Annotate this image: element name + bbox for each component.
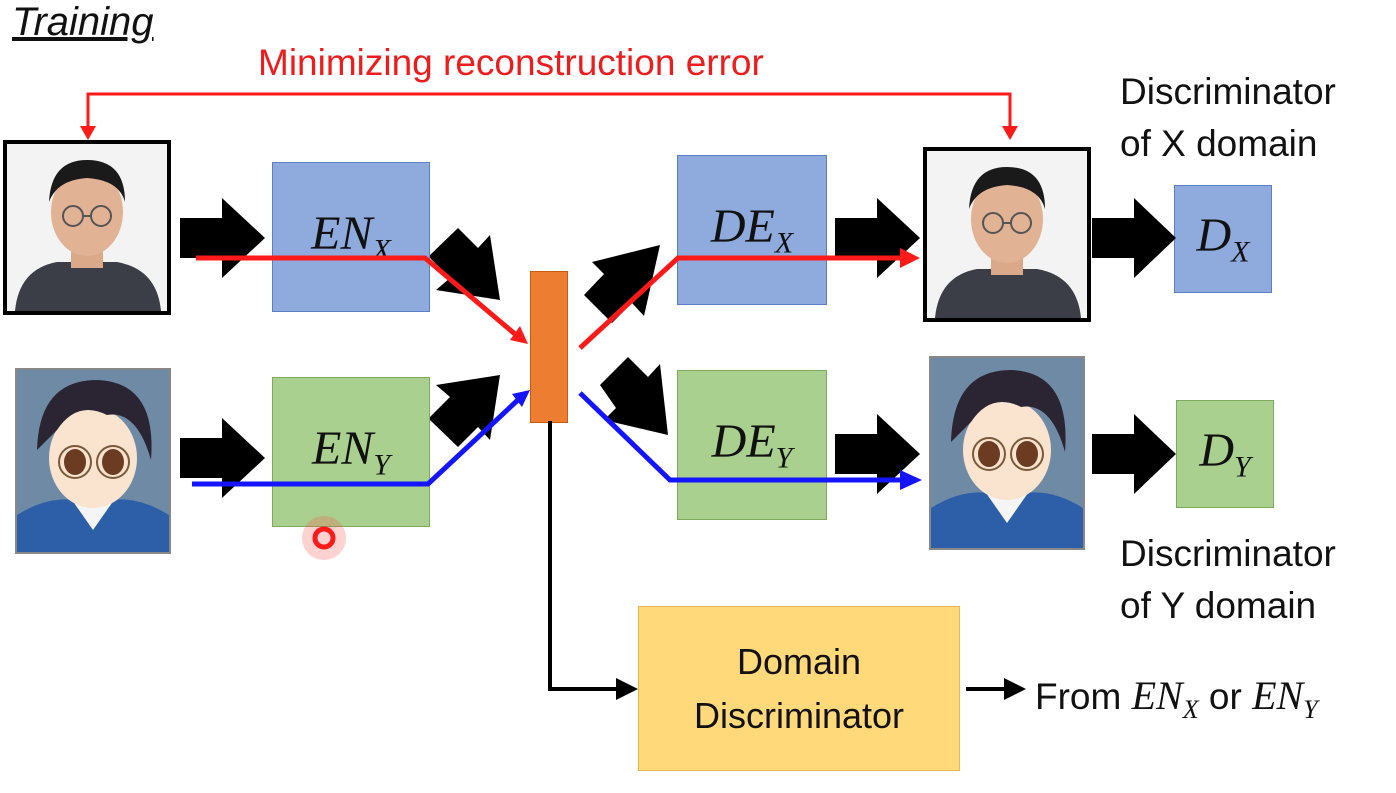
block-arrow-latent-dey (600, 357, 668, 435)
y-path-arrowhead-output (900, 470, 922, 490)
reconstructed-image-y (929, 356, 1085, 550)
x-path-arrowhead-output (900, 248, 920, 268)
block-arrow-input-x (180, 198, 265, 278)
output-a-sub: X (1182, 695, 1199, 724)
block-arrow-dex-out (835, 198, 920, 278)
y-domain-path-decode (578, 391, 905, 483)
discriminator-y-caption-line2: of Y domain (1120, 584, 1317, 626)
laser-pointer-glow (302, 516, 346, 560)
reconstruction-caption: Minimizing reconstruction error (258, 42, 764, 83)
decoder-x-box: DEX (677, 155, 827, 305)
output-b-sub: Y (1303, 695, 1318, 724)
discriminator-y-subscript: Y (1233, 450, 1251, 484)
bracket-arrowhead-left (80, 126, 96, 140)
slide-title: Training (12, 0, 154, 44)
laser-pointer-icon (312, 526, 336, 550)
block-arrow-eny-latent (430, 375, 500, 447)
y-domain-path (192, 396, 522, 487)
output-b-main: EN (1252, 673, 1304, 718)
encoder-x-label: EN (311, 207, 373, 261)
latent-code-bar (530, 271, 568, 423)
decoder-x-subscript: X (774, 226, 794, 260)
discriminator-y-label: D (1199, 424, 1234, 478)
discriminator-y-caption: Discriminator of Y domain (1120, 528, 1336, 632)
latent-to-domain-discriminator (548, 421, 620, 691)
encoder-y-label: EN (311, 422, 374, 476)
output-a-main: EN (1131, 673, 1183, 718)
domain-discriminator-line2: Discriminator (693, 694, 905, 736)
domain-discriminator-box: Domain Discriminator (638, 606, 960, 771)
encoder-x-box: ENX (272, 162, 430, 312)
x-domain-path-decode (578, 255, 905, 350)
output-prefix: From (1035, 676, 1122, 717)
discriminator-x-caption: Discriminator of X domain (1120, 66, 1336, 170)
discriminator-y-box: DY (1176, 400, 1274, 508)
person-portrait-icon (927, 151, 1087, 318)
domain-discriminator-output: From ENX or ENY (1035, 672, 1318, 725)
decoder-y-subscript: Y (775, 441, 793, 475)
encoder-y-subscript: Y (373, 448, 391, 482)
discriminator-x-label: D (1196, 209, 1232, 263)
decoder-y-box: DEY (677, 370, 827, 520)
block-arrow-dey-out (835, 414, 920, 494)
domain-discriminator-input-arrowhead (616, 678, 638, 700)
x-path-arrowhead-latent (510, 326, 528, 344)
x-domain-path (196, 255, 524, 342)
decoder-y-label: DE (711, 415, 776, 469)
block-arrow-input-y (180, 418, 265, 498)
block-arrow-enx-latent (430, 228, 500, 300)
anime-character-icon (17, 370, 169, 552)
encoder-y-box: ENY (272, 377, 430, 527)
block-arrow-y-discriminator (1092, 414, 1176, 494)
discriminator-y-caption-line1: Discriminator (1120, 533, 1336, 574)
discriminator-x-caption-line1: Discriminator (1120, 71, 1336, 112)
block-arrow-x-discriminator (1092, 198, 1176, 278)
anime-character-icon (931, 358, 1083, 548)
output-connector: or (1208, 676, 1242, 717)
block-arrow-latent-dex (584, 245, 660, 323)
domain-discriminator-line1: Domain (736, 640, 862, 682)
discriminator-x-box: DX (1174, 185, 1272, 293)
decoder-x-label: DE (710, 200, 775, 254)
y-path-arrowhead-latent (512, 390, 530, 407)
discriminator-x-caption-line2: of X domain (1120, 122, 1318, 164)
reconstructed-photo-x (923, 147, 1091, 322)
input-photo-x (3, 140, 171, 315)
reconstruction-bracket (86, 92, 1012, 138)
bracket-arrowhead-right (1002, 126, 1018, 140)
input-image-y (15, 368, 171, 554)
person-portrait-icon (7, 144, 167, 311)
domain-discriminator-output-arrowhead (1004, 678, 1026, 700)
discriminator-x-subscript: X (1231, 235, 1250, 269)
